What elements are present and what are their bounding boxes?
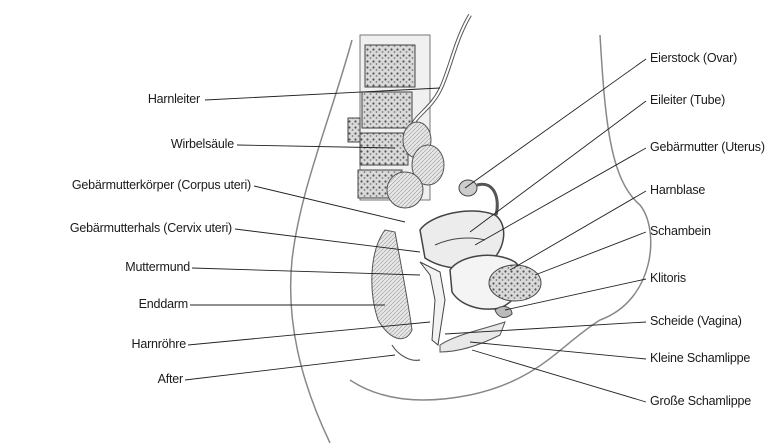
label-harnblase: Harnblase (650, 183, 705, 197)
label-eierstock: Eierstock (Ovar) (650, 51, 737, 65)
label-schambein: Schambein (650, 224, 711, 238)
label-grosse-schamlippe: Große Schamlippe (650, 394, 751, 408)
label-eileiter: Eileiter (Tube) (650, 93, 725, 107)
label-harnleiter: Harnleiter (148, 92, 200, 106)
label-corpus-uteri: Gebärmutterkörper (Corpus uteri) (72, 178, 251, 192)
label-after: After (158, 372, 183, 386)
label-scheide: Scheide (Vagina) (650, 314, 742, 328)
label-kleine-schamlippe: Kleine Schamlippe (650, 351, 750, 365)
label-cervix-uteri: Gebärmutterhals (Cervix uteri) (70, 221, 232, 235)
label-wirbelsaeule: Wirbelsäule (171, 137, 234, 151)
label-harnroehre: Harnröhre (132, 337, 186, 351)
label-klitoris: Klitoris (650, 271, 686, 285)
label-gebaermutter: Gebärmutter (Uterus) (650, 140, 765, 154)
label-muttermund: Muttermund (125, 260, 190, 274)
label-enddarm: Enddarm (139, 297, 188, 311)
